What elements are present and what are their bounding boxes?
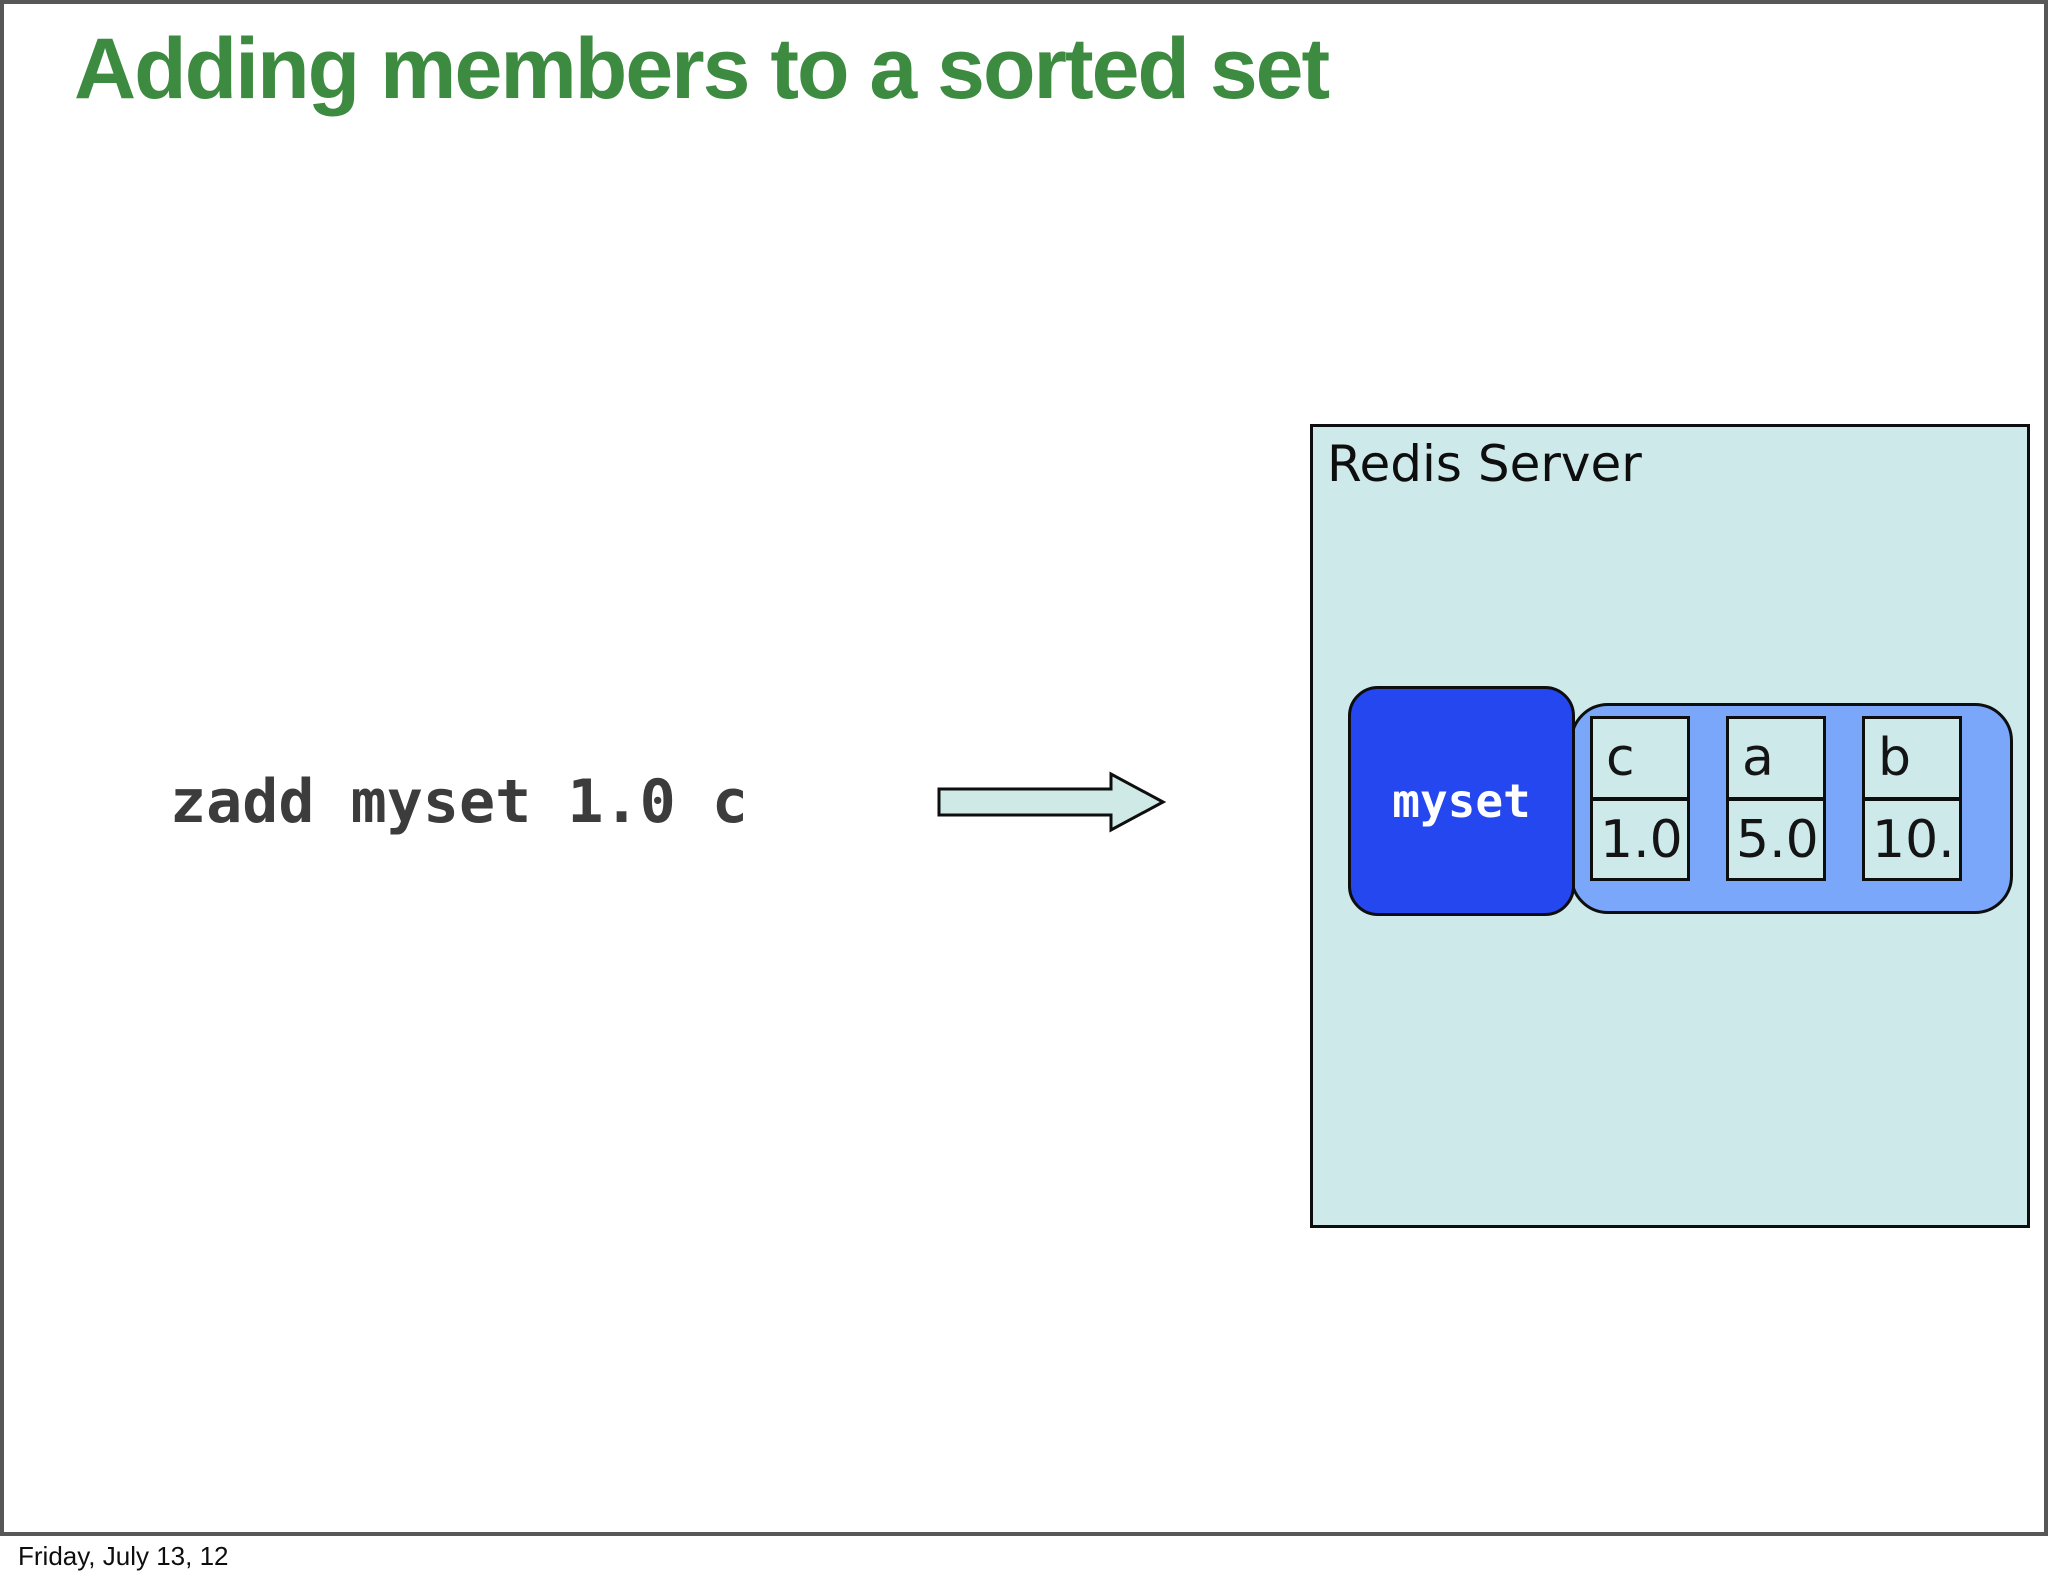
- block-arrow-right-icon: [936, 771, 1167, 833]
- redis-command-text: zadd myset 1.0 c: [170, 767, 748, 837]
- member-score-box: b 10.: [1862, 716, 1962, 881]
- member-score-box: a 5.0: [1726, 716, 1826, 881]
- member-score: 5.0: [1736, 809, 1819, 870]
- sorted-set-key-box: myset: [1348, 686, 1575, 916]
- member-name: b: [1865, 719, 1959, 801]
- member-name: a: [1729, 719, 1823, 801]
- redis-server-label: Redis Server: [1327, 435, 1642, 493]
- sorted-set-members-container: c 1.0 a 5.0 b 10.: [1570, 703, 2013, 914]
- member-score: 1.0: [1600, 809, 1683, 870]
- member-name: c: [1593, 719, 1687, 801]
- member-score: 10.: [1872, 809, 1955, 870]
- slide-footer-date: Friday, July 13, 12: [18, 1541, 229, 1571]
- slide-title: Adding members to a sorted set: [74, 21, 1330, 117]
- sorted-set-key-name: myset: [1392, 774, 1531, 828]
- member-score-box: c 1.0: [1590, 716, 1690, 881]
